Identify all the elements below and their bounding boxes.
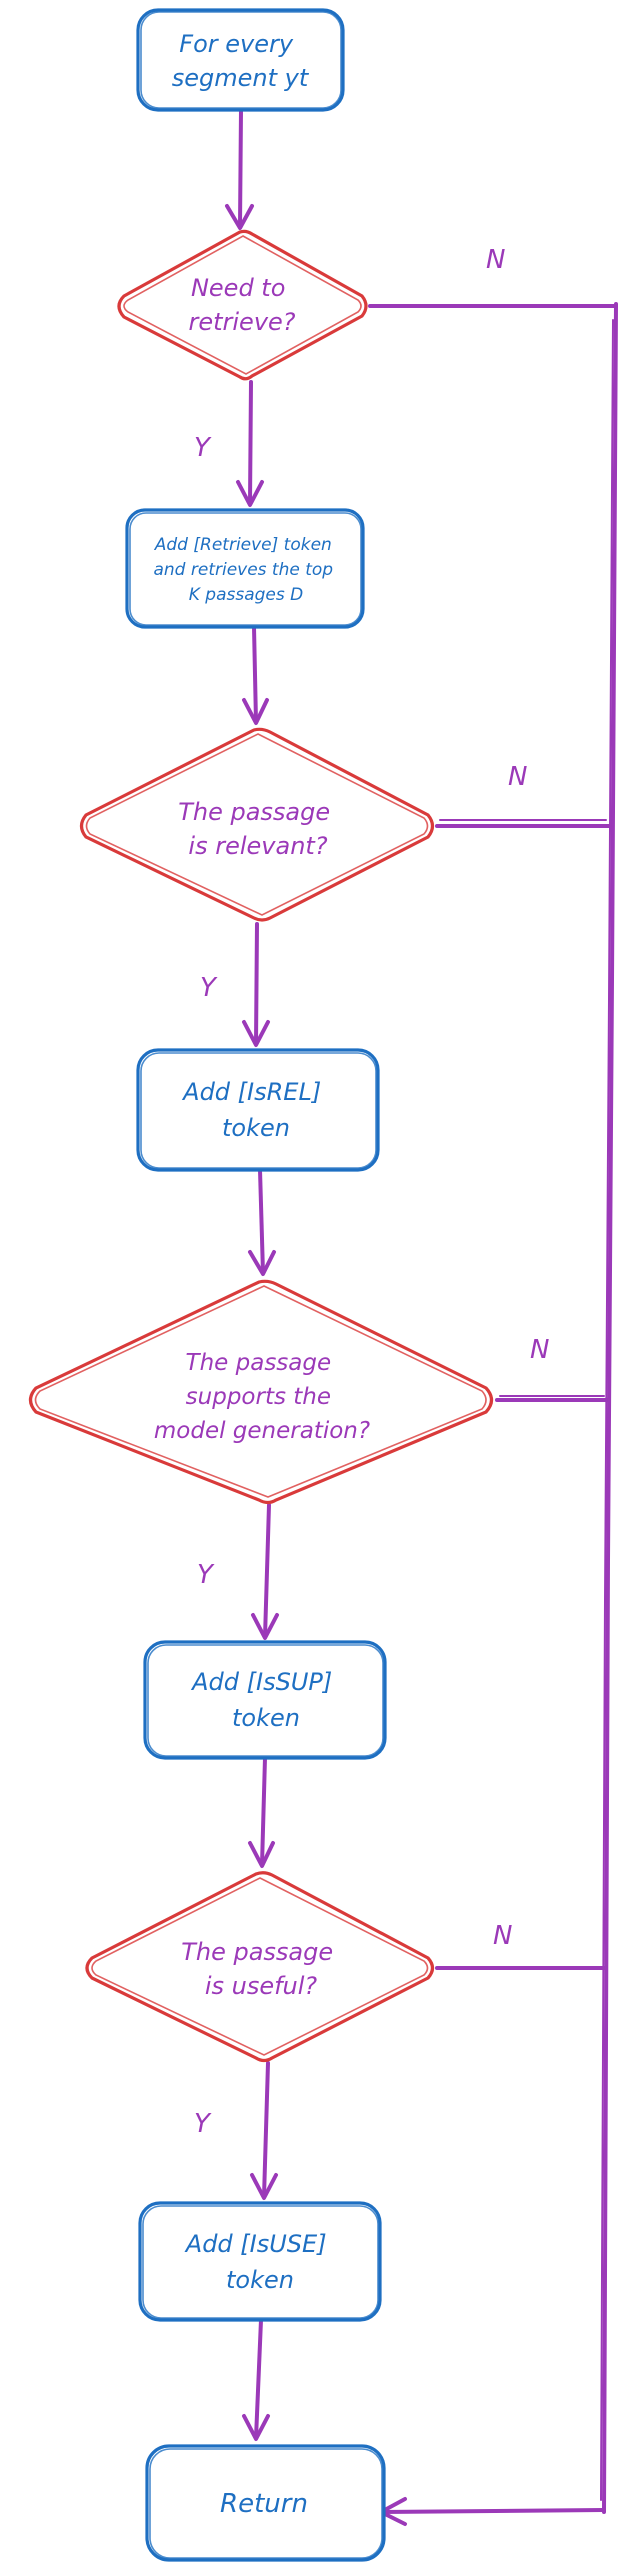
decision-supports-line-2: supports the <box>186 1384 331 1410</box>
decision-supports-line-1: The passage <box>186 1350 332 1376</box>
decision-need-retrieve: Need to retrieve? <box>117 229 368 381</box>
edge-isrel-to-supports <box>258 1168 265 1275</box>
arrowhead <box>251 1613 279 1640</box>
edge-relevant-yes <box>254 922 259 1046</box>
svg-text:Add [Retrieve] token and: Add [Retrieve] token and retrieves the t… <box>153 535 338 605</box>
edge-useful-yes <box>262 2061 270 2199</box>
decision-is-relevant-line-2: is relevant? <box>188 832 327 860</box>
svg-text:Need to retrieve?: Need to retrieve? <box>188 274 295 336</box>
decision-is-useful-line-2: is useful? <box>205 1972 318 2000</box>
arrowhead <box>248 1250 276 1276</box>
svg-text:For every segment yt: For every segment yt <box>172 30 310 92</box>
decision-need-retrieve-line-2: retrieve? <box>188 308 295 336</box>
node-add-issup-line-1: Add [IsSUP] <box>190 1668 332 1696</box>
edge-issup-to-useful <box>260 1756 267 1867</box>
edge-label-useful-no: N <box>493 1921 512 1951</box>
node-add-isrel-line-2: token <box>222 1114 290 1142</box>
decision-is-relevant: The passage is relevant? <box>79 727 435 922</box>
node-add-isuse-line-2: token <box>226 2266 294 2294</box>
node-add-issup: Add [IsSUP] token <box>143 1640 387 1760</box>
node-add-retrieve-line-3: K passages D <box>189 585 304 605</box>
edge-right-rail <box>602 302 618 2514</box>
edge-rail-to-return <box>380 2508 606 2514</box>
svg-text:The passage is relevant?: The passage is relevant? <box>178 798 338 860</box>
edge-label-supports-yes: Y <box>197 1560 215 1590</box>
svg-text:Return: Return <box>220 2489 308 2519</box>
arrowhead <box>225 204 254 230</box>
node-add-issup-line-2: token <box>232 1704 300 1732</box>
arrowhead <box>248 1841 275 1868</box>
edge-label-supports-no: N <box>530 1335 549 1365</box>
decision-need-retrieve-line-1: Need to <box>191 274 285 302</box>
edge-need-retrieve-yes <box>248 380 253 505</box>
edge-labels: Y N Y N Y N Y N <box>194 245 549 2139</box>
node-add-retrieve: Add [Retrieve] token and retrieves the t… <box>125 508 365 629</box>
node-add-isuse-line-1: Add [IsUSE] <box>184 2230 327 2258</box>
arrowhead <box>236 480 264 507</box>
edge-label-relevant-yes: Y <box>200 973 218 1003</box>
decision-supports-line-3: model generation? <box>154 1418 370 1444</box>
arrowhead <box>242 2414 270 2441</box>
node-return-label: Return <box>220 2489 308 2519</box>
node-start: For every segment yt <box>136 8 345 112</box>
svg-text:The passage supports the: The passage supports the model generatio… <box>154 1350 370 1444</box>
edge-start-to-need-retrieve <box>238 108 243 228</box>
edge-label-useful-yes: Y <box>194 2109 212 2139</box>
arrowhead <box>250 2173 278 2200</box>
node-add-retrieve-line-2: and retrieves the top <box>153 560 333 580</box>
edge-isuse-to-return <box>254 2318 263 2440</box>
svg-text:Add [IsUSE] token: Add [IsUSE] token <box>184 2230 334 2294</box>
arrowhead <box>242 698 269 725</box>
edge-right-rail-sketch <box>600 319 614 2501</box>
svg-text:Add [IsREL] token: Add [IsREL] token <box>181 1078 329 1142</box>
node-add-isrel: Add [IsREL] token <box>136 1048 380 1172</box>
node-add-retrieve-line-1: Add [Retrieve] token <box>154 535 332 555</box>
edge-label-need-retrieve-yes: Y <box>194 433 212 463</box>
node-start-line-1: For every <box>179 30 294 58</box>
node-start-line-2: segment yt <box>172 64 310 92</box>
edge-label-relevant-no: N <box>508 762 527 792</box>
decision-is-relevant-line-1: The passage <box>178 798 330 826</box>
svg-text:The passage is useful?: The passage is useful? <box>181 1938 341 2000</box>
node-return: Return <box>145 2444 386 2562</box>
arrowhead <box>242 1020 270 1047</box>
connectors <box>225 108 618 2526</box>
decision-is-useful: The passage is useful? <box>85 1871 435 2063</box>
edge-label-need-retrieve-no: N <box>486 245 505 275</box>
edge-supports-yes <box>263 1503 271 1639</box>
decision-supports: The passage supports the model generatio… <box>28 1279 494 1505</box>
edge-add-retrieve-to-relevant <box>252 625 258 724</box>
node-add-isuse: Add [IsUSE] token <box>138 2201 382 2322</box>
decision-is-useful-line-1: The passage <box>181 1938 333 1966</box>
node-add-isrel-line-1: Add [IsREL] <box>181 1078 321 1106</box>
svg-text:Add [IsSUP] token: Add [IsSUP] token <box>190 1668 340 1732</box>
